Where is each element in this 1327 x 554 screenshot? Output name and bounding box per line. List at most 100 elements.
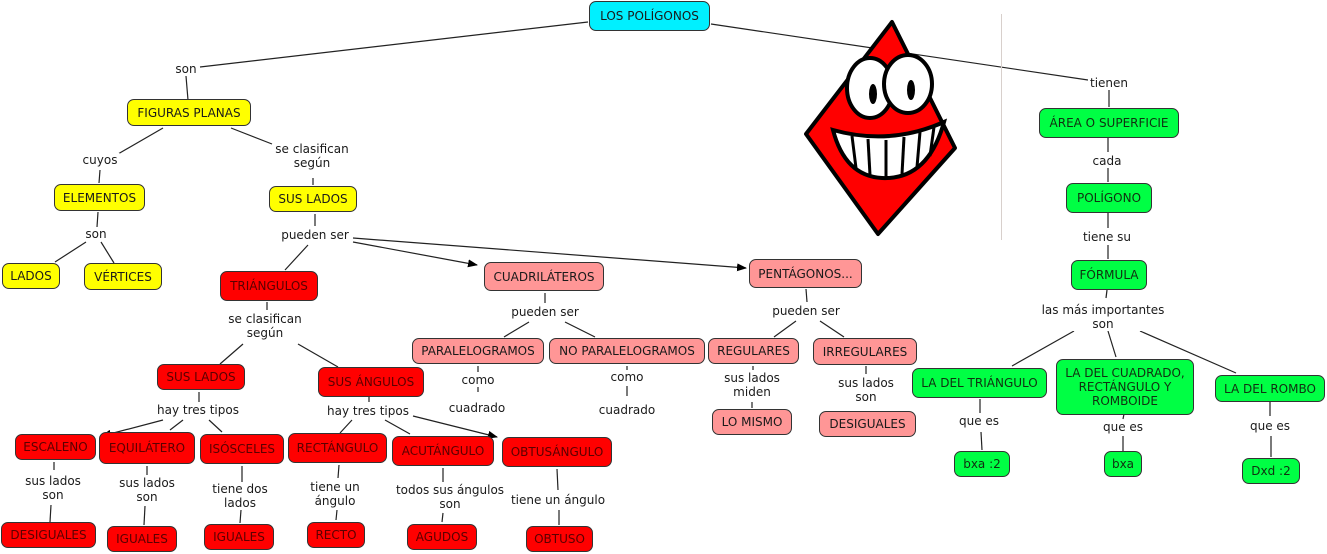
link-label-sus-lados-son: sus lados son xyxy=(117,476,177,504)
node-la-del-cuadrado[interactable]: LA DEL CUADRADO, RECTÁNGULO Y ROMBOIDE xyxy=(1056,359,1194,415)
node-desiguales-tri[interactable]: DESIGUALES xyxy=(1,522,96,548)
link-label-tiene-su: tiene su xyxy=(1080,230,1134,244)
node-area[interactable]: ÁREA O SUPERFICIE xyxy=(1039,108,1179,138)
link-line xyxy=(384,419,411,435)
link-label-pueden-ser: pueden ser xyxy=(279,228,351,242)
link-line xyxy=(819,320,845,338)
link-label-como: como xyxy=(459,373,497,387)
node-vertices[interactable]: VÉRTICES xyxy=(84,263,162,290)
link-label-tiene-un-angulo: tiene un ángulo xyxy=(308,480,362,508)
link-label-son-elementos: son xyxy=(83,227,109,241)
link-label-se-clasifican-tri: se clasifican según xyxy=(226,312,304,340)
link-line xyxy=(199,21,589,68)
node-formula[interactable]: FÓRMULA xyxy=(1071,260,1147,290)
link-line xyxy=(98,169,101,184)
link-line xyxy=(100,241,115,264)
link-label-sus-lados-miden: sus lados miden xyxy=(722,371,782,399)
node-root[interactable]: LOS POLÍGONOS xyxy=(589,1,710,31)
link-line xyxy=(284,244,309,271)
node-elementos[interactable]: ELEMENTOS xyxy=(54,184,145,211)
node-dxd-2[interactable]: Dxd :2 xyxy=(1242,458,1300,484)
link-line xyxy=(441,512,444,523)
link-label-cuadrado: cuadrado xyxy=(596,403,658,417)
link-label-que-es: que es xyxy=(956,414,1002,428)
node-no-paralelogramos[interactable]: NO PARALELOGRAMOS xyxy=(549,338,705,364)
node-regulares[interactable]: REGULARES xyxy=(708,338,799,364)
link-label-cuadrado: cuadrado xyxy=(446,401,508,415)
node-escaleno[interactable]: ESCALENO xyxy=(15,434,96,460)
link-line xyxy=(185,75,189,101)
link-label-sus-lados-son: sus lados son xyxy=(23,474,83,502)
link-label-cuyos: cuyos xyxy=(80,153,120,167)
link-label-sus-lados-son: sus lados son xyxy=(836,376,896,404)
node-la-del-triangulo[interactable]: LA DEL TRIÁNGULO xyxy=(912,368,1047,398)
link-label-pueden-ser: pueden ser xyxy=(770,304,842,318)
node-rectangulo[interactable]: RECTÁNGULO xyxy=(288,433,387,463)
link-line xyxy=(339,419,353,434)
node-sus-lados[interactable]: SUS LADOS xyxy=(269,186,357,212)
node-paralelogramos[interactable]: PARALELOGRAMOS xyxy=(412,338,544,364)
link-line xyxy=(773,320,797,338)
node-iguales-iso[interactable]: IGUALES xyxy=(204,524,274,550)
link-label-hay-tres-tipos: hay tres tipos xyxy=(155,403,241,417)
link-line xyxy=(239,509,242,524)
link-line xyxy=(980,431,983,451)
node-poligono[interactable]: POLÍGONO xyxy=(1066,183,1152,213)
link-label-son: son xyxy=(173,62,199,76)
link-label-las-mas-importantes: las más importantes son xyxy=(1039,303,1167,331)
link-label-tiene-un-angulo: tiene un ángulo xyxy=(508,493,608,507)
node-irregulares[interactable]: IRREGULARES xyxy=(813,338,917,365)
link-line xyxy=(556,468,559,491)
link-label-tiene-dos-lados: tiene dos lados xyxy=(210,482,270,510)
node-cuadrilateros[interactable]: CUADRILÁTEROS xyxy=(484,262,604,291)
link-line xyxy=(230,127,273,145)
divider-line xyxy=(1001,14,1002,240)
link-line xyxy=(49,504,52,523)
link-line xyxy=(352,237,747,272)
link-line xyxy=(169,419,184,431)
node-iguales-equi[interactable]: IGUALES xyxy=(107,526,177,552)
link-label-pueden-ser: pueden ser xyxy=(509,305,581,319)
link-label-todos-sus-angulos: todos sus ángulos son xyxy=(393,483,507,511)
link-line xyxy=(1139,330,1237,374)
link-line xyxy=(1107,330,1117,358)
node-bxa-2[interactable]: bxa :2 xyxy=(954,451,1010,477)
node-tri-sus-lados[interactable]: SUS LADOS xyxy=(157,364,245,390)
node-recto[interactable]: RECTO xyxy=(307,522,365,548)
link-line xyxy=(503,321,530,338)
link-line xyxy=(564,321,596,338)
link-line xyxy=(805,288,808,303)
link-line xyxy=(1011,330,1075,367)
node-isosceles[interactable]: ISÓSCELES xyxy=(200,434,284,464)
link-line xyxy=(337,464,340,479)
link-label-que-es: que es xyxy=(1100,420,1146,434)
node-bxa[interactable]: bxa xyxy=(1104,451,1142,477)
link-label-se-clasifican: se clasifican según xyxy=(273,142,351,170)
node-obtuso[interactable]: OBTUSO xyxy=(526,526,593,552)
node-obtusangulo[interactable]: OBTUSÁNGULO xyxy=(502,437,612,467)
link-line xyxy=(96,211,99,228)
node-la-del-rombo[interactable]: LA DEL ROMBO xyxy=(1215,375,1325,402)
node-equilatero[interactable]: EQUILÁTERO xyxy=(99,432,195,464)
node-agudos[interactable]: AGUDOS xyxy=(407,524,477,550)
node-figuras-planas[interactable]: FIGURAS PLANAS xyxy=(127,99,251,126)
node-pentagonos[interactable]: PENTÁGONOS... xyxy=(749,259,862,288)
link-line xyxy=(297,343,339,368)
link-line xyxy=(1105,289,1108,299)
smiling-rhombus-icon xyxy=(804,20,957,236)
link-line xyxy=(117,127,164,155)
link-line xyxy=(412,415,498,439)
link-label-que-es: que es xyxy=(1247,419,1293,433)
node-tri-sus-angulos[interactable]: SUS ÁNGULOS xyxy=(318,367,424,397)
link-label-cada: cada xyxy=(1090,154,1124,168)
node-acutangulo[interactable]: ACUTÁNGULO xyxy=(392,436,494,466)
node-lo-mismo[interactable]: LO MISMO xyxy=(712,409,792,435)
link-label-hay-tres-tipos-angulos: hay tres tipos xyxy=(325,404,411,418)
link-line xyxy=(143,505,146,526)
link-line xyxy=(208,419,223,433)
node-triangulos[interactable]: TRIÁNGULOS xyxy=(220,271,318,301)
node-lados[interactable]: LADOS xyxy=(2,263,60,289)
link-label-como: como xyxy=(608,370,646,384)
link-line xyxy=(54,241,87,263)
node-desiguales-pent[interactable]: DESIGUALES xyxy=(819,411,916,437)
